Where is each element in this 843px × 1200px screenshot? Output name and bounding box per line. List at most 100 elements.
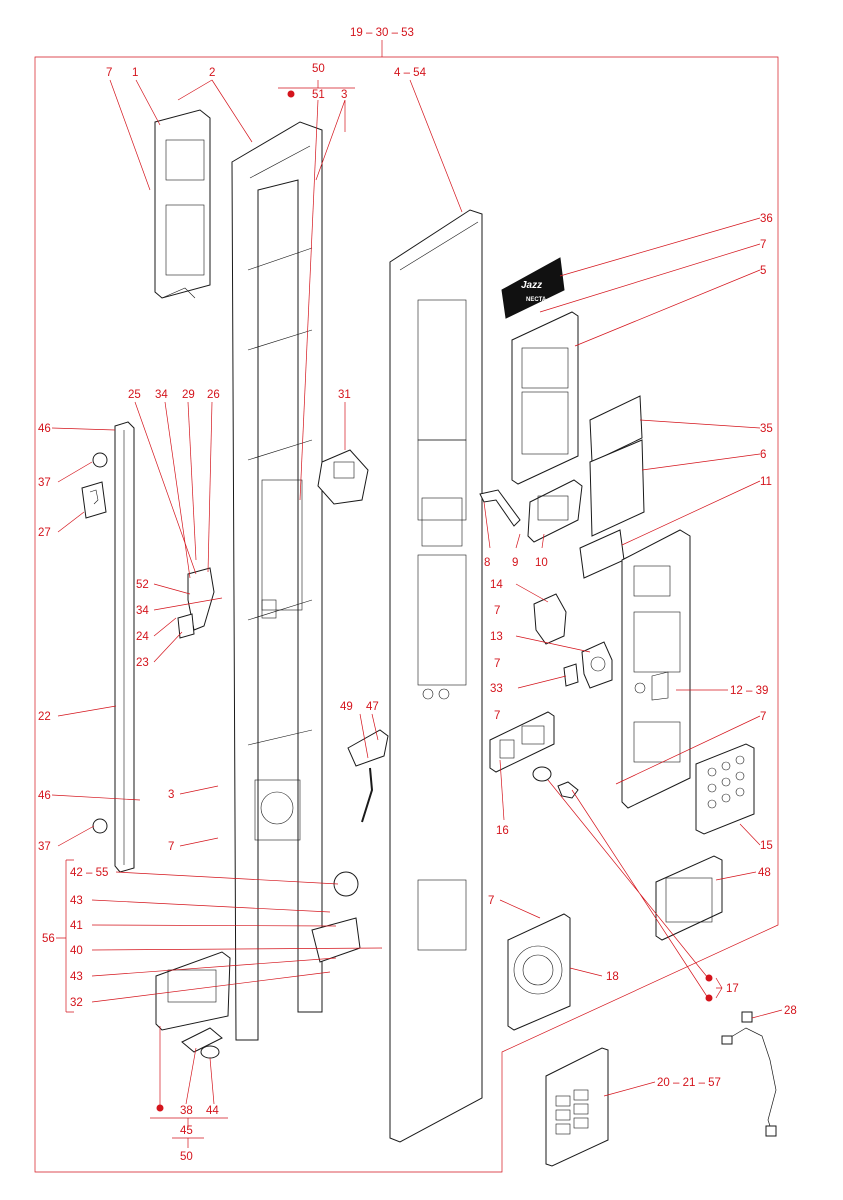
callout-label: 37 xyxy=(38,841,51,853)
part-10-display-module xyxy=(527,479,583,543)
callout-label: 34 xyxy=(136,605,149,617)
callout-label: 6 xyxy=(760,449,766,461)
part-16-coin-entry xyxy=(489,711,555,773)
callout-label: 13 xyxy=(490,631,503,643)
callout-label: 31 xyxy=(338,389,351,401)
callout-label: 9 xyxy=(512,557,518,569)
part-37-knob-bottom xyxy=(92,818,108,834)
part-1-bracket xyxy=(154,109,211,299)
part-lock-and-key xyxy=(532,766,579,799)
callout-label: 10 xyxy=(535,557,548,569)
callout-label: 23 xyxy=(136,657,149,669)
callout-label: 51 xyxy=(312,89,325,101)
callout-label: 11 xyxy=(760,476,772,488)
logo-text-jazz: Jazz xyxy=(521,280,542,291)
part-8-ribbon-cable xyxy=(479,489,521,527)
callout-label: 24 xyxy=(136,631,149,643)
part-14-bracket xyxy=(533,593,567,645)
callout-label: 43 xyxy=(70,971,83,983)
part-38-plate xyxy=(181,1027,223,1053)
callout-label: 56 xyxy=(42,933,55,945)
callout-title-group: 19 – 30 – 53 xyxy=(350,27,414,39)
part-40-assembly xyxy=(311,871,361,963)
callout-label: 33 xyxy=(490,683,503,695)
callout-labels: 19 – 30 – 53 7 1 2 50 51 3 4 – 54 36 7 5… xyxy=(38,27,797,1163)
callout-label: 52 xyxy=(136,579,149,591)
callout-label: 7 xyxy=(488,895,494,907)
callout-label: 47 xyxy=(366,701,379,713)
part-left-frame xyxy=(231,121,323,1041)
callout-label: 22 xyxy=(38,711,51,723)
callout-label: 20 – 21 – 57 xyxy=(657,1077,721,1089)
callout-label: 18 xyxy=(606,971,619,983)
callout-label: 25 xyxy=(128,389,141,401)
part-48-panel xyxy=(655,855,723,941)
part-32-bracket xyxy=(155,951,231,1031)
part-4-door-panel xyxy=(389,209,483,1143)
callout-label: 48 xyxy=(758,867,771,879)
part-52-hinge xyxy=(187,567,215,631)
callout-label: 46 xyxy=(38,790,51,802)
assembly-boundary xyxy=(34,56,779,1173)
part-6-sheet xyxy=(589,439,645,537)
callout-label: 7 xyxy=(494,605,500,617)
part-44-grommet xyxy=(200,1045,220,1059)
part-18-cup-plate xyxy=(507,913,571,1031)
callout-label: 49 xyxy=(340,701,353,713)
part-11-glass xyxy=(579,529,625,579)
callout-label: 37 xyxy=(38,477,51,489)
callout-label: 43 xyxy=(70,895,83,907)
callout-label: 38 xyxy=(180,1105,193,1117)
ref-dot-17-a xyxy=(705,974,713,982)
part-28-harness xyxy=(721,1011,777,1137)
callout-label: 3 xyxy=(168,789,174,801)
callout-label: 14 xyxy=(490,579,503,591)
callout-label: 1 xyxy=(132,67,138,79)
callout-label: 5 xyxy=(760,265,766,277)
callout-label: 28 xyxy=(784,1005,797,1017)
callout-label: 27 xyxy=(38,527,51,539)
callout-label: 15 xyxy=(760,840,773,852)
callout-label: 34 xyxy=(155,389,168,401)
part-47-49-connector xyxy=(347,729,389,823)
callout-label: 45 xyxy=(180,1125,193,1137)
callout-label: 4 – 54 xyxy=(394,67,427,79)
callout-label: 32 xyxy=(70,997,83,1009)
callout-label: 7 xyxy=(106,67,112,79)
part-33-cylinder xyxy=(563,663,579,687)
part-12-front-door xyxy=(621,529,691,809)
callout-label: 50 xyxy=(180,1151,193,1163)
callout-label: 35 xyxy=(760,423,773,435)
part-20-docs-pack xyxy=(545,1047,609,1167)
callout-label: 17 xyxy=(726,983,739,995)
callout-label: 29 xyxy=(182,389,195,401)
callout-label: 7 xyxy=(168,841,174,853)
logo-text-necta: NECTA xyxy=(526,297,547,303)
part-37-knob-top xyxy=(92,452,108,468)
callout-label: 2 xyxy=(209,67,215,79)
ref-dot-38 xyxy=(156,1104,164,1112)
callout-label: 40 xyxy=(70,945,83,957)
leader-lines xyxy=(51,40,783,1148)
part-5-display-frame xyxy=(511,311,579,485)
part-36-logo-badge: Jazz NECTA xyxy=(501,257,565,319)
part-31-holder xyxy=(317,449,369,505)
callout-label: 36 xyxy=(760,213,773,225)
part-15-keypad xyxy=(695,743,755,835)
callout-label: 8 xyxy=(484,557,490,569)
callout-label: 44 xyxy=(206,1105,219,1117)
callout-label: 7 xyxy=(494,658,500,670)
part-23-hinge-small xyxy=(177,613,195,639)
part-27-plate xyxy=(81,481,107,519)
callout-label: 7 xyxy=(760,239,766,251)
part-22-rail xyxy=(114,421,135,873)
callout-label: 16 xyxy=(496,825,509,837)
part-13-cover xyxy=(581,641,613,689)
callout-label: 46 xyxy=(38,423,51,435)
callout-label: 50 xyxy=(312,63,325,75)
callout-label: 26 xyxy=(207,389,220,401)
callout-label: 7 xyxy=(494,710,500,722)
callout-label: 41 xyxy=(70,920,83,932)
ref-dot-17-b xyxy=(705,994,713,1002)
